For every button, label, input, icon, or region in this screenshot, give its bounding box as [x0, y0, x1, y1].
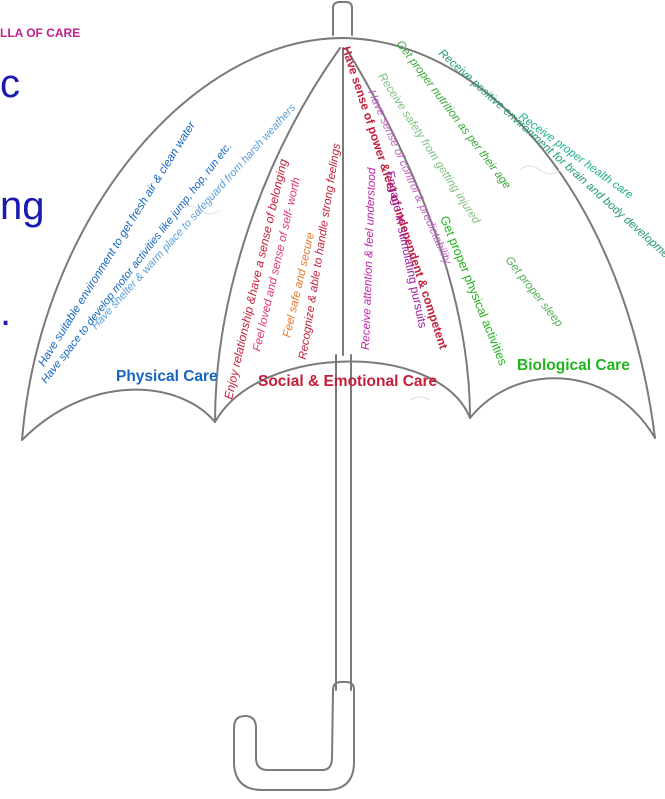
biological-item-5: Receive positive environment for brain a… — [436, 47, 665, 267]
umbrella-tip — [333, 2, 352, 35]
umbrella-handle — [234, 682, 354, 790]
biological-item-6: Receive proper health care — [516, 111, 635, 202]
category-physical-care: Physical Care — [116, 368, 218, 385]
biological-item-4: Get proper sleep — [503, 254, 566, 329]
category-social-emotional-care: Social & Emotional Care — [258, 373, 438, 390]
umbrella-shaft — [336, 355, 351, 690]
social-item-6: Receive attention & feel understood — [360, 167, 378, 350]
social-item-1: Enjoy relationship &have a sense of belo… — [221, 157, 290, 400]
category-biological-care: Biological Care — [517, 357, 630, 374]
